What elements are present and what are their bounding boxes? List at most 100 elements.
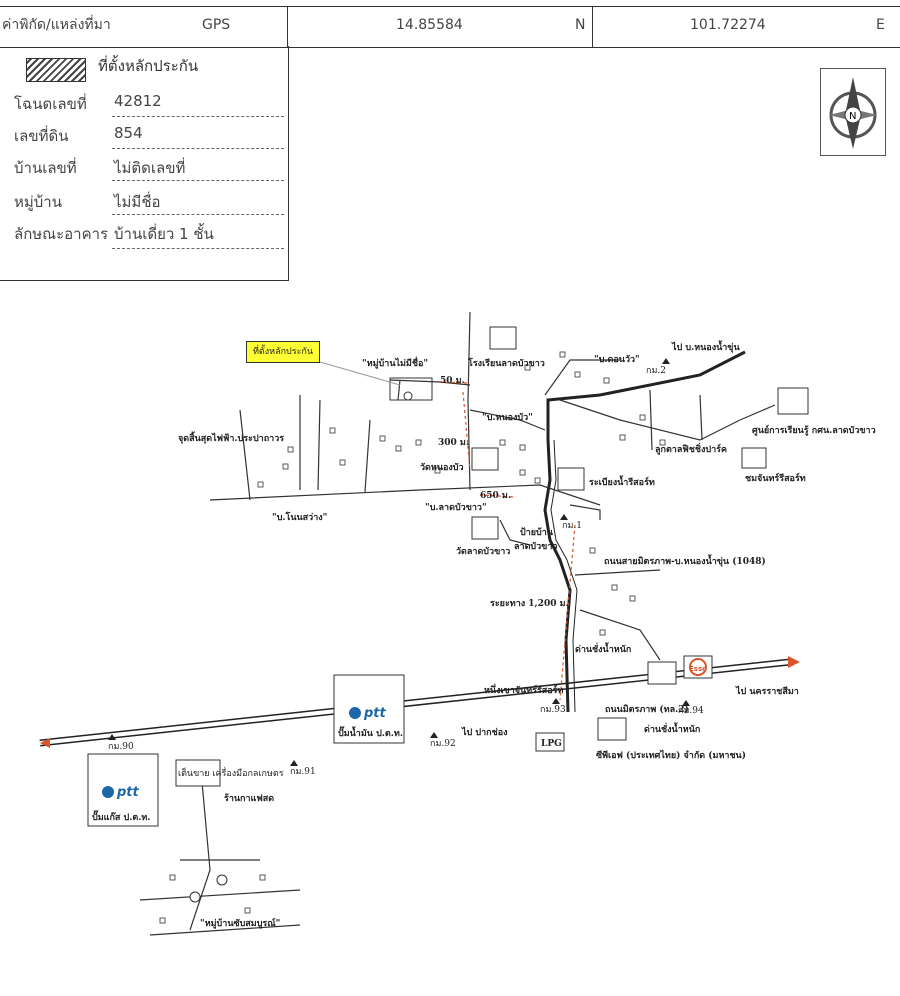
road-1048-edge <box>550 439 578 713</box>
km91-label: กม.91 <box>290 767 316 777</box>
house-markers <box>159 351 666 924</box>
km-marker-icons <box>108 358 690 766</box>
school-building-icon <box>489 326 517 350</box>
nueng-resort-label: หนึ่งเขาจันทร์รีสอร์ท <box>484 683 564 696</box>
wat-nongbua-label: วัดหนองบัว <box>420 462 464 473</box>
arrow-left-icon <box>40 738 50 748</box>
ptt-gas-label: ปั๊มแก๊ส ป.ต.ท. <box>92 810 150 823</box>
road-1048 <box>543 350 746 713</box>
ban-ladbuakhao-label: "บ.ลาดบัวขาว" <box>425 502 487 513</box>
land-number-value: 854 <box>114 124 143 142</box>
resort-building-icon <box>557 467 585 491</box>
km92-label: กม.92 <box>430 739 456 749</box>
distance-lines <box>439 381 576 701</box>
distance-50-label: 50 ม. <box>440 376 465 386</box>
esso-logo-icon <box>689 658 707 676</box>
wat-ladbuakhao-label: วัดลาดบัวขาว <box>456 546 510 557</box>
building-type-label: ลักษณะอาคาร <box>14 225 109 243</box>
km90-label: กม.90 <box>108 742 134 752</box>
compass-rose-icon: N <box>829 77 877 149</box>
divider <box>112 214 284 215</box>
divider <box>112 148 284 149</box>
divider <box>592 7 593 47</box>
arrow-right-icon <box>788 656 800 668</box>
plot-marker-2 <box>189 891 201 903</box>
coordinate-table: ค่าพิกัด/แหล่งที่มา GPS 14.85584 N 101.7… <box>0 6 900 48</box>
hatch-legend-swatch <box>26 58 86 82</box>
building-type-value: บ้านเดี่ยว 1 ชั้น <box>114 225 214 243</box>
land-number-label: เลขที่ดิน <box>14 127 69 145</box>
compass-letter: N <box>849 111 856 122</box>
mittraphap-road-label: ถนนมิตรภาพ (ทล.2) <box>605 704 689 715</box>
temple-icon <box>471 516 499 540</box>
temple-icon <box>471 447 499 471</box>
divider <box>112 116 284 117</box>
coordinate-label: ค่าพิกัด/แหล่งที่มา <box>2 17 111 33</box>
location-map: "หมู่บ้านไม่มีชื่อ" โรงเรียนลาดบัวขาว "บ… <box>39 311 876 936</box>
pump-station-icon <box>647 661 677 685</box>
village-value: ไม่มีชื่อ <box>114 193 161 211</box>
village-sign-label: ป้ายบ้าน <box>520 527 554 538</box>
km94-label: กม.94 <box>678 706 704 716</box>
divider <box>112 180 284 181</box>
distance-650-label: 650 ม. <box>480 491 511 501</box>
longitude-value: 101.72274 <box>690 17 766 33</box>
ban-nonsawang-label: "บ.โนนสว่าง" <box>272 511 327 523</box>
ptt-gas-brand: ptt <box>116 785 140 800</box>
ban-sapsomboon-label: "หมู่บ้านซับสมบูรณ์" <box>200 917 280 929</box>
house-number-value: ไม่ติดเลขที่ <box>114 159 186 177</box>
distance-300-label: 300 ม. <box>438 438 469 448</box>
divider <box>112 248 284 249</box>
coordinate-source: GPS <box>202 17 231 33</box>
lpg-label: LPG <box>541 739 562 749</box>
resort-building-icon <box>741 447 767 469</box>
property-info-box: ที่ตั้งหลักประกัน โฉนดเลขที่ 42812 เลขที… <box>0 46 289 281</box>
km1-label: กม.1 <box>562 521 582 531</box>
school-label: โรงเรียนลาดบัวขาว <box>467 357 545 369</box>
compass-box: N <box>820 68 886 156</box>
machine-shop-label: เต็นขาย เครื่องมือกลเกษตร <box>178 766 284 779</box>
ptt-flame-icon <box>349 707 361 719</box>
to-nakhonratchasima-label: ไป นครราชสีมา <box>735 685 799 697</box>
deed-number-label: โฉนดเลขที่ <box>14 95 87 113</box>
village-sign-label-2: ลาดบัวขาว <box>514 541 557 552</box>
weigh-station-label: ด่านชั่งน้ำหนัก <box>575 642 631 655</box>
fish-park-label: ลูกตาลฟิชชิ่งปาร์ค <box>655 442 727 455</box>
longitude-direction: E <box>876 17 885 33</box>
km93-label: กม.93 <box>540 705 566 715</box>
ptt-flame-icon <box>102 786 114 798</box>
factory-building-icon <box>597 717 627 741</box>
coffee-shop-label: ร้านกาแฟสด <box>224 793 274 804</box>
latitude-direction: N <box>575 17 586 33</box>
to-pakchong-label: ไป ปากช่อง <box>461 726 508 738</box>
rabiang-resort-label: ระเบียงน้ำรีสอร์ท <box>589 475 655 488</box>
learning-center-label: ศูนย์การเรียนรู้ กศน.ลาดบัวขาว <box>752 424 876 436</box>
esso-label: Esso <box>689 665 707 673</box>
ptt-oil-station-box <box>333 674 405 744</box>
village-noname-label: "หมู่บ้านไม่มีชื่อ" <box>362 356 428 369</box>
local-roads <box>139 311 776 936</box>
divider <box>287 7 288 47</box>
km2-label: กม.2 <box>646 366 666 376</box>
plot-marker-1 <box>403 391 413 401</box>
ban-donwua-label: "บ.ดอนวัว" <box>594 354 640 365</box>
village-label: หมู่บ้าน <box>14 193 62 211</box>
lpg-station-icon <box>535 732 565 752</box>
weigh-station-2-label: ด่านชั่งน้ำหนัก <box>644 722 700 735</box>
road-1048-label: ถนนสายมิตรภาพ-บ.หนองน้ำขุ่น (1048) <box>604 554 766 567</box>
latitude-value: 14.85584 <box>396 17 463 33</box>
collateral-callout: ที่ตั้งหลักประกัน <box>246 341 320 363</box>
callout-leader-line <box>319 361 401 386</box>
electric-pole-label: จุดสิ้นสุดไฟฟ้า.ประปาถาวร <box>178 431 284 444</box>
machine-shop-box <box>175 759 221 787</box>
chomchan-resort-label: ชมจันทร์รีสอร์ท <box>745 472 806 484</box>
house-number-label: บ้านเลขที่ <box>14 159 77 177</box>
cp-factory-label: ซีพีเอฟ (ประเทศไทย) จำกัด (มหาชน) <box>596 749 746 761</box>
ptt-oil-brand: ptt <box>363 706 387 721</box>
legend-label: ที่ตั้งหลักประกัน <box>98 57 199 75</box>
to-nongnamsun-label: ไป บ.หนองน้ำขุ่น <box>671 340 740 353</box>
ptt-oil-label: ปั๊มน้ำมัน ป.ต.ท. <box>338 726 403 739</box>
learning-center-icon <box>777 387 809 415</box>
ban-nongbua-label: "บ.หนองบัว" <box>482 412 533 423</box>
deed-number-value: 42812 <box>114 92 162 110</box>
